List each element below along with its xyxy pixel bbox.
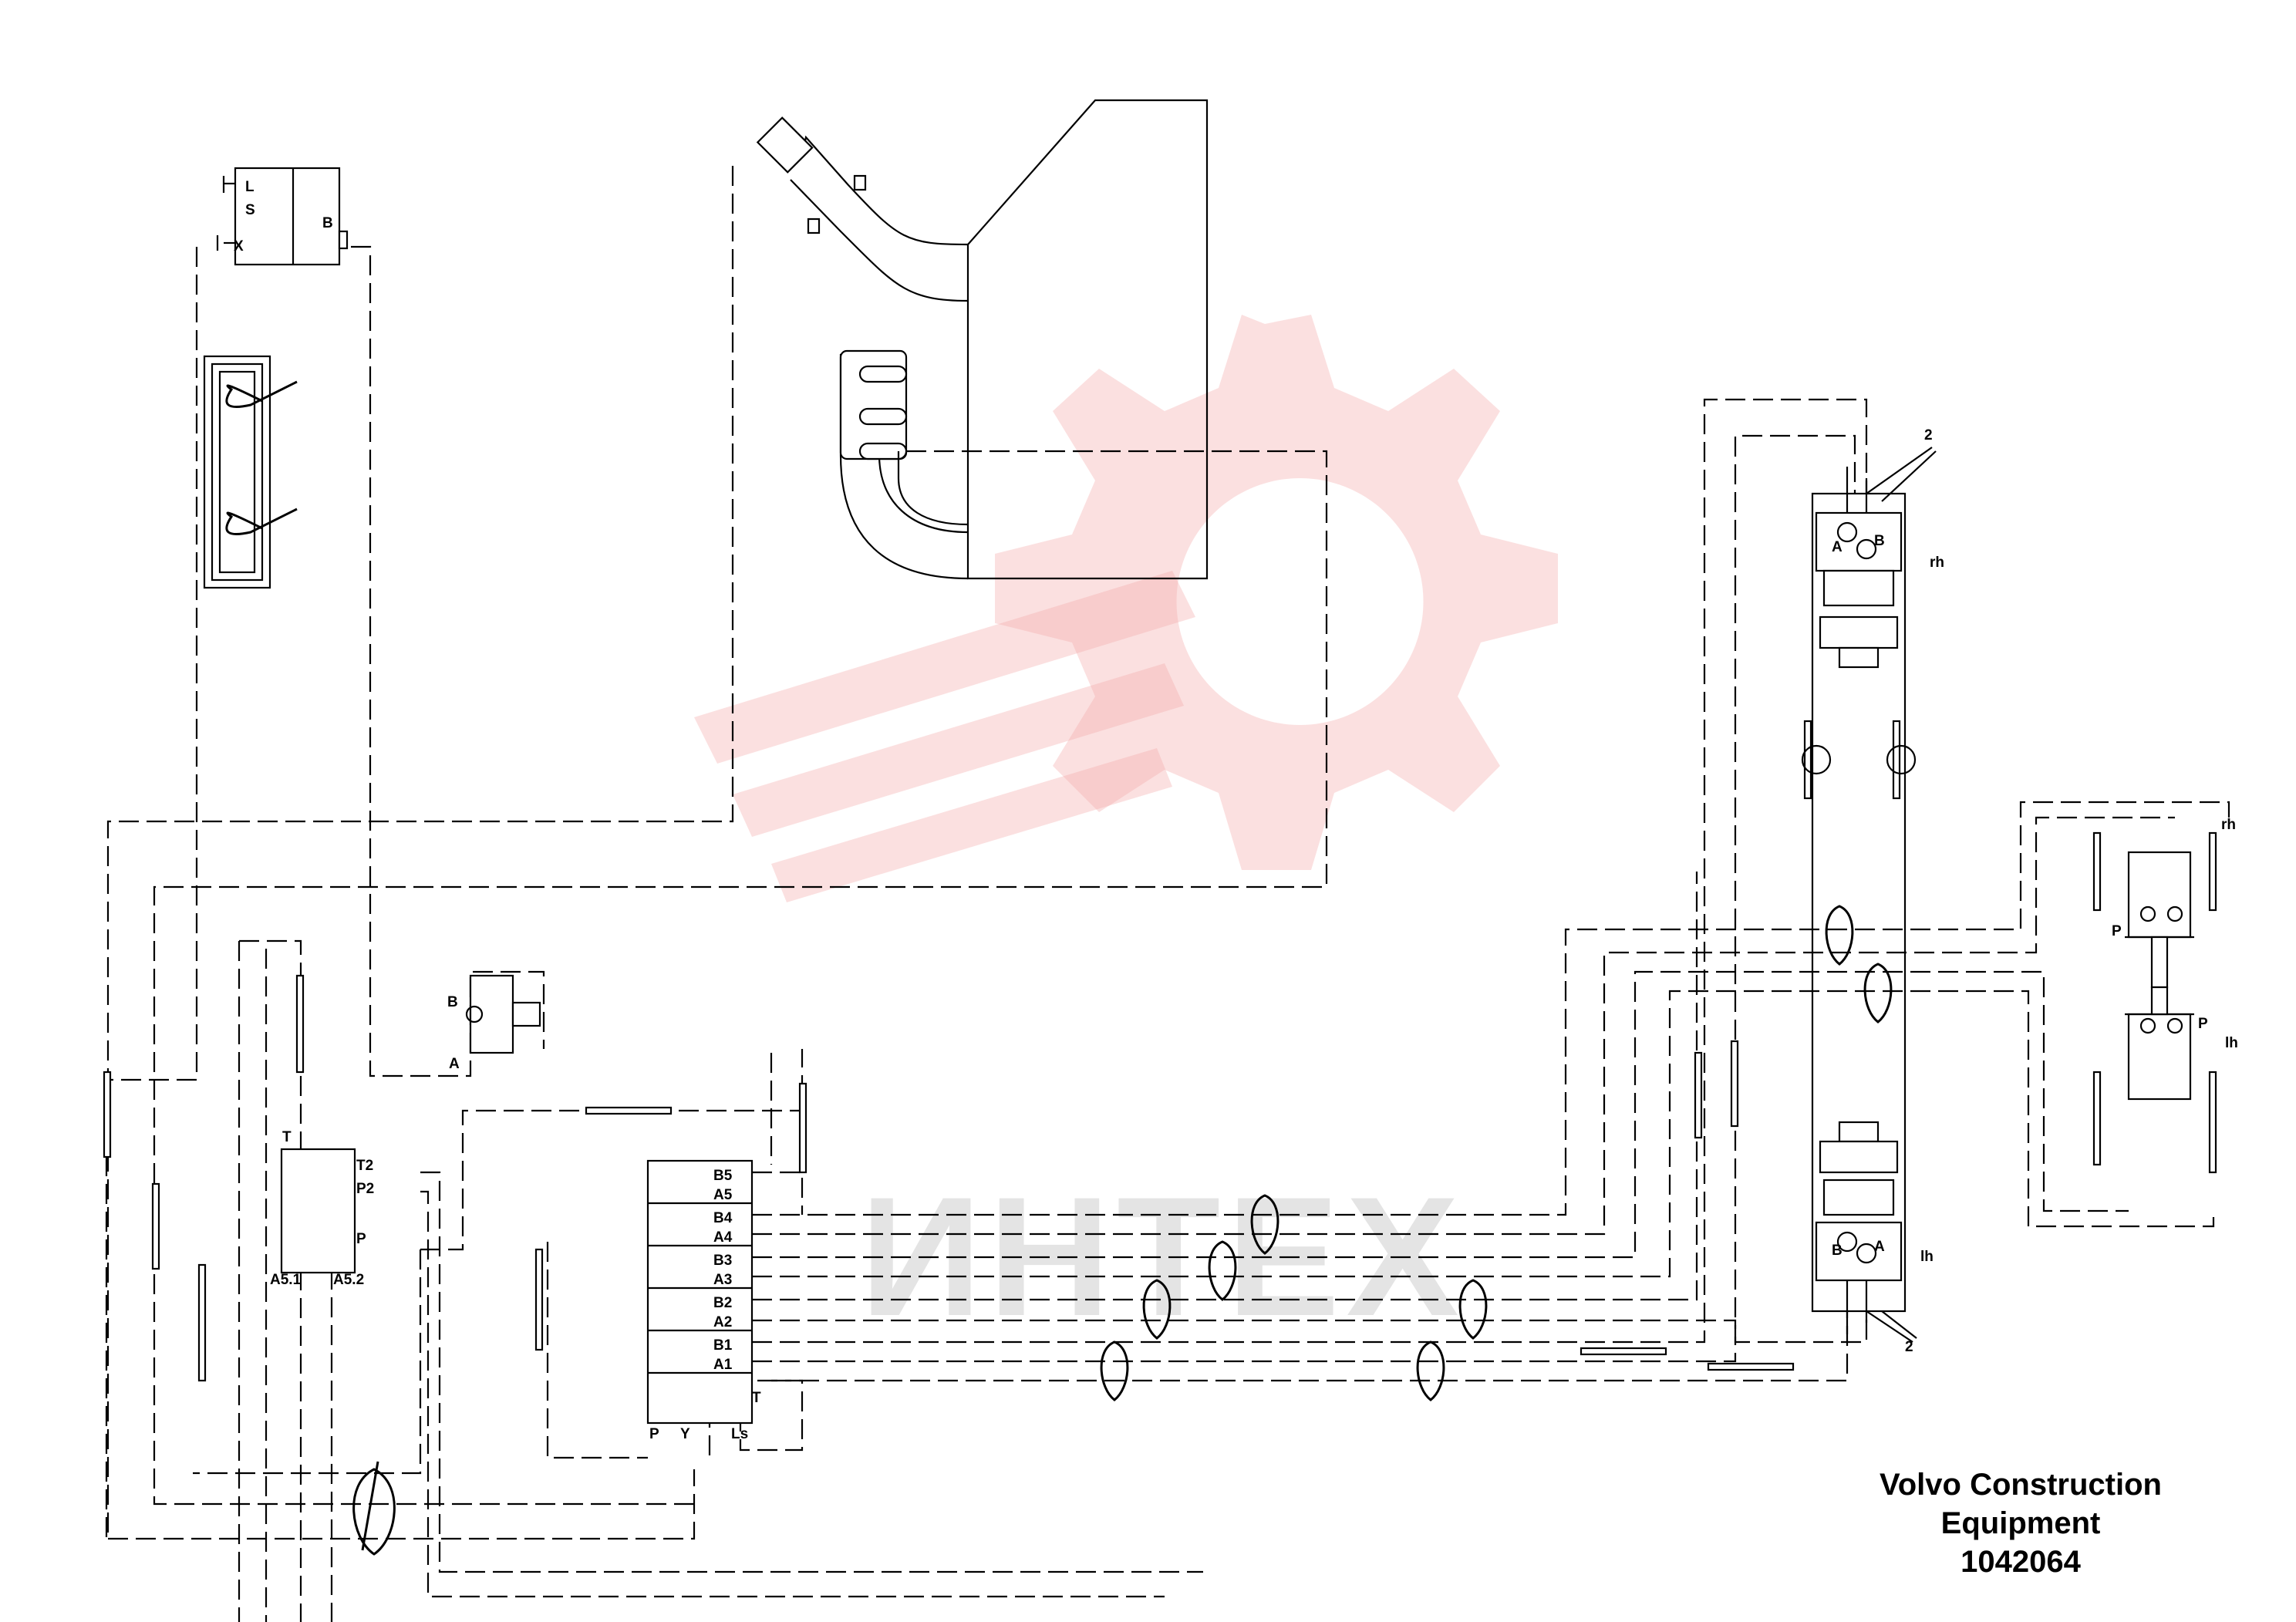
port-label-a-lh-motor: A (1874, 1239, 1885, 1255)
watermark-logo (694, 315, 1558, 902)
shuttle-valve (465, 974, 541, 1054)
port-label-b-rh-motor: B (1874, 533, 1885, 549)
caption-line-2: Equipment (1940, 1506, 2101, 1540)
caption-line-1: Volvo Construction (1880, 1468, 2162, 1502)
right-cylinders (2125, 851, 2194, 1101)
side-label-lh-motor: lh (1920, 1249, 1934, 1265)
callout-2-top: 2 (1924, 427, 1933, 443)
port-label-b4: B4 (713, 1210, 733, 1226)
port-label-b-lh-motor: B (1832, 1243, 1843, 1259)
caption-block: Volvo Construction Equipment 1042064 (1820, 1465, 2221, 1581)
port-label-b3: B3 (713, 1253, 732, 1269)
port-label-a-valve: A (449, 1056, 460, 1072)
hose-fittings (103, 720, 2217, 1382)
port-label-a-rh-motor: A (1832, 539, 1843, 555)
port-label-p-pilot: P (356, 1231, 366, 1247)
port-label-b-valve: B (447, 994, 458, 1010)
side-label-lh-cyl: lh (2225, 1035, 2238, 1051)
port-label-t-pilot: T (282, 1129, 292, 1145)
port-label-a3: A3 (713, 1272, 732, 1288)
port-label-l: L (245, 179, 255, 195)
port-label-s: S (245, 202, 255, 218)
port-label-p-manifold: P (649, 1426, 659, 1442)
return-lines (105, 166, 2230, 1622)
port-label-a1: A1 (713, 1357, 733, 1373)
port-label-y: Y (680, 1426, 690, 1442)
port-label-a52: A5.2 (333, 1272, 364, 1288)
port-label-a51: A5.1 (270, 1272, 302, 1288)
port-label-ls: Ls (731, 1426, 748, 1442)
pilot-valve-block (280, 1148, 356, 1274)
control-valve-manifold (646, 1159, 754, 1425)
top-left-valve-block (216, 167, 349, 266)
port-label-b2: B2 (713, 1295, 732, 1311)
side-label-rh-motor: rh (1930, 555, 1944, 571)
port-label-a4: A4 (713, 1229, 733, 1246)
port-label-b-top: B (322, 215, 333, 231)
side-label-rh-cyl: rh (2221, 817, 2236, 833)
callout-2-bottom: 2 (1905, 1339, 1913, 1355)
port-label-a5: A5 (713, 1187, 733, 1203)
port-label-b5: B5 (713, 1168, 733, 1184)
port-label-b1: B1 (713, 1337, 733, 1354)
port-label-t-manifold: T (752, 1390, 761, 1406)
port-label-x: X (234, 238, 244, 255)
port-label-p2: P2 (356, 1181, 374, 1197)
port-label-p-rh-cyl: P (2112, 923, 2122, 939)
hose-loops (352, 905, 1893, 1556)
port-label-t2: T2 (356, 1158, 373, 1174)
left-hose-loop (203, 355, 298, 589)
port-label-p-lh-cyl: P (2198, 1016, 2208, 1032)
right-frame (1801, 447, 1937, 1343)
caption-line-3: 1042064 (1961, 1545, 2081, 1579)
port-label-a2: A2 (713, 1314, 732, 1330)
